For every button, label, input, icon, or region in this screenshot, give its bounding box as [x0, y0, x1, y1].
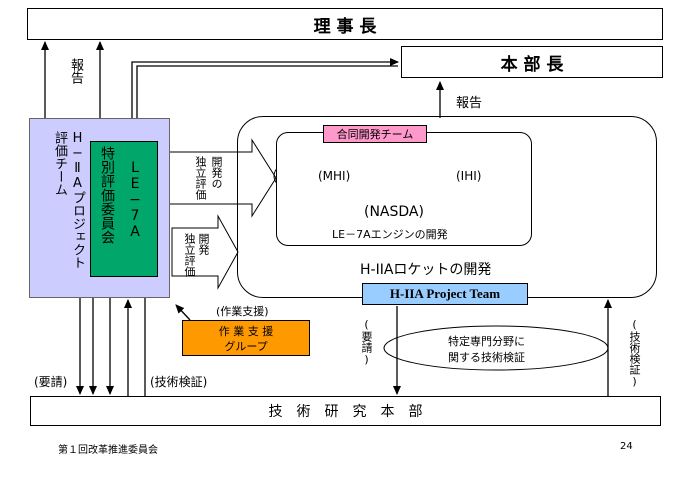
report-label-right: 報告: [456, 96, 483, 111]
le7a-committee-label: 特別評価委員会: [99, 146, 115, 244]
le7a-dev-label: LE－7Aエンジンの開発: [332, 228, 448, 241]
h2a-eval-team-label: H−ⅡAプロジェクト評価チーム: [52, 131, 85, 269]
work-support-label: (作業支援): [216, 305, 269, 318]
support-group-label-1: 作 業 支 援: [218, 325, 274, 338]
tech-verify-text-1: 特定専門分野に: [448, 335, 525, 348]
director-box: 本 部 長: [401, 46, 663, 78]
footer-meeting: 第１回改革推進委員会: [58, 445, 158, 456]
request-label-left: (要請): [34, 375, 68, 389]
tech-hq-label: 技 術 研 究 本 部: [268, 404, 423, 420]
request-label-vertical: (要請): [360, 318, 373, 366]
le7a-committee-box: 特別評価委員会 LE−7A: [90, 141, 158, 277]
le7a-label: LE−7A: [127, 160, 143, 240]
support-group-box: 作 業 支 援 グループ: [182, 320, 310, 356]
nasda-label: (NASDA): [364, 204, 424, 220]
tech-verify-text-2: 関する技術検証: [448, 351, 525, 364]
footer-page: 24: [620, 441, 633, 452]
joint-team-container: [276, 132, 532, 246]
mhi-label: (MHI): [318, 169, 351, 183]
director-label: 本 部 長: [500, 54, 564, 75]
project-team-box: H-IIA Project Team: [362, 283, 528, 305]
tech-hq-box: 技 術 研 究 本 部: [30, 396, 661, 426]
tech-verify-label-right: (技術検証): [628, 318, 641, 388]
report-label-left: 報告: [68, 58, 83, 84]
chairman-box: 理 事 長: [27, 8, 663, 40]
indep-eval-1a: 開発の: [210, 156, 223, 189]
chairman-label: 理 事 長: [313, 16, 377, 37]
joint-team-tag: 合同開発チーム: [323, 125, 427, 143]
joint-team-label: 合同開発チーム: [336, 128, 414, 141]
indep-eval-2a: 開発: [197, 233, 210, 255]
indep-eval-2b: 独立評価: [183, 233, 196, 277]
ihi-label: (IHI): [456, 169, 482, 183]
support-group-label-2: グループ: [224, 340, 268, 353]
project-team-label: H-IIA Project Team: [389, 286, 501, 301]
indep-eval-1b: 独立評価: [194, 156, 207, 200]
tech-verify-label-left: (技術検証): [150, 375, 208, 389]
h2a-dev-label: H-IIAロケットの開発: [360, 262, 492, 278]
